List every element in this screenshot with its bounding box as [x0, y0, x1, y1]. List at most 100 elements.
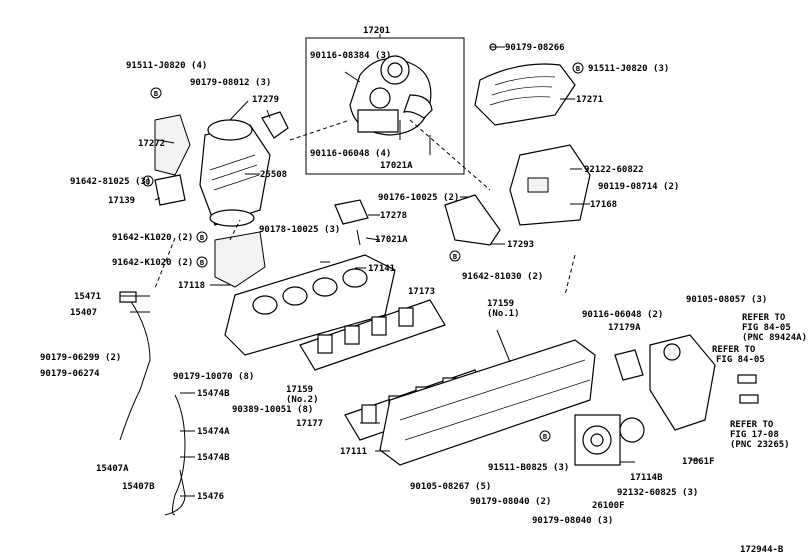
- label-90179-08040-3: 90179-08040 (3): [532, 516, 613, 526]
- label-15474B-1: 15474B: [197, 389, 230, 399]
- badge-b-5: B: [196, 256, 208, 268]
- gasket-17114B: [619, 417, 645, 443]
- label-90119-08714: 90119-08714 (2): [598, 182, 679, 192]
- label-17114B: 17114B: [630, 473, 663, 483]
- label-refer-to-2: REFER TO: [712, 345, 756, 355]
- label-17021A-2: 17021A: [375, 235, 408, 245]
- label-17177: 17177: [296, 419, 323, 429]
- label-92122-60822: 92122-60822: [584, 165, 644, 175]
- label-91642-K1020-a: 91642-K1020 (2): [112, 233, 193, 243]
- hose-15474A: [172, 394, 186, 516]
- label-17168: 17168: [590, 200, 617, 210]
- turbocharger: [349, 55, 433, 136]
- gasket-17279: [261, 111, 289, 139]
- label-92132-60825: 92132-60825 (3): [617, 488, 698, 498]
- label-15476: 15476: [197, 492, 224, 502]
- label-17271: 17271: [576, 95, 603, 105]
- pipe-15476: [164, 469, 186, 516]
- label-17159-no2-sub: (No.2): [286, 395, 319, 405]
- label-17861F: 17861F: [682, 457, 715, 467]
- label-fig-84-05-1: FIG 84-05: [742, 323, 791, 333]
- label-90179-10070: 90179-10070 (8): [173, 372, 254, 382]
- label-90179-08266: 90179-08266: [505, 43, 565, 53]
- label-91642-81030: 91642-81030 (2): [462, 272, 543, 282]
- label-17278: 17278: [380, 211, 407, 221]
- label-15407: 15407: [70, 308, 97, 318]
- label-fig-17-08: FIG 17-08: [730, 430, 779, 440]
- label-25508: 25508: [260, 170, 287, 180]
- badge-b-3: B: [142, 175, 154, 187]
- label-91511-B0825: 91511-B0825 (3): [488, 463, 569, 473]
- label-17139: 17139: [108, 196, 135, 206]
- label-90179-06274: 90179-06274: [40, 369, 100, 379]
- label-90179-08012: 90179-08012 (3): [190, 78, 271, 88]
- egr-housing: [649, 334, 716, 431]
- gasket-17278: [334, 199, 369, 225]
- label-91642-81025: 91642-81025 (3): [70, 177, 151, 187]
- intake-manifold: [379, 339, 596, 466]
- label-90179-08040-2: 90179-08040 (2): [470, 497, 551, 507]
- heat-insulator-17168: [509, 144, 591, 226]
- bracket-17139: [154, 174, 186, 206]
- label-17272: 17272: [138, 139, 165, 149]
- heat-insulator-upper: [474, 63, 576, 126]
- label-15407B: 15407B: [122, 482, 155, 492]
- badge-b-4: B: [196, 231, 208, 243]
- label-90179-06299: 90179-06299 (2): [40, 353, 121, 363]
- label-90116-08384: 90116-08384 (3): [310, 51, 391, 61]
- label-90116-06048-2: 90116-06048 (2): [582, 310, 663, 320]
- label-17141: 17141: [368, 264, 395, 274]
- svg-text:B: B: [200, 234, 204, 242]
- badge-b-7: B: [539, 430, 551, 442]
- throttle-body: [574, 414, 621, 466]
- label-pnc-89424A: (PNC 89424A): [742, 333, 807, 343]
- label-17111: 17111: [340, 447, 367, 457]
- label-refer-to-1: REFER TO: [742, 313, 786, 323]
- label-17159-no1-sub: (No.1): [487, 309, 520, 319]
- gasket-17179A: [614, 349, 644, 381]
- exhaust-manifold: [224, 254, 396, 356]
- label-90389-10051: 90389-10051 (8): [232, 405, 313, 415]
- label-91511-J0820-4: 91511-J0820 (4): [126, 61, 207, 71]
- label-17201: 17201: [363, 26, 390, 36]
- label-15474A: 15474A: [197, 427, 230, 437]
- label-17173: 17173: [408, 287, 435, 297]
- label-17021A-1: 17021A: [380, 161, 413, 171]
- svg-text:B: B: [146, 178, 150, 186]
- label-91642-K1020-b: 91642-K1020 (2): [112, 258, 193, 268]
- label-91511-J0820-3: 91511-J0820 (3): [588, 64, 669, 74]
- svg-text:B: B: [543, 433, 547, 441]
- catalytic-converter: [199, 119, 271, 227]
- label-90116-06048-4: 90116-06048 (4): [310, 149, 391, 159]
- exhaust-gasket: [299, 299, 446, 371]
- label-17279: 17279: [252, 95, 279, 105]
- label-pnc-23265: (PNC 23265): [730, 440, 790, 450]
- svg-text:B: B: [200, 259, 204, 267]
- diagram-id: 172944-B: [740, 545, 784, 555]
- sensor-icon: [739, 394, 759, 404]
- label-90176-10025: 90176-10025 (2): [378, 193, 459, 203]
- label-15474B-2: 15474B: [197, 453, 230, 463]
- label-15407A: 15407A: [96, 464, 129, 474]
- label-17179A: 17179A: [608, 323, 641, 333]
- label-90105-08267: 90105-08267 (5): [410, 482, 491, 492]
- badge-b-2: B: [572, 62, 584, 74]
- vacuum-pipe: [119, 299, 151, 441]
- label-90105-08057: 90105-08057 (3): [686, 295, 767, 305]
- vacuum-tank-15471: [119, 291, 137, 303]
- label-refer-to-3: REFER TO: [730, 420, 774, 430]
- badge-b-6: B: [449, 250, 461, 262]
- label-17159-no1: 17159: [487, 299, 514, 309]
- badge-b-1: B: [150, 87, 162, 99]
- turbocharger-box: [305, 37, 465, 175]
- bracket-17293: [444, 194, 501, 246]
- svg-text:B: B: [453, 253, 457, 261]
- svg-text:B: B: [576, 65, 580, 73]
- label-17293: 17293: [507, 240, 534, 250]
- heat-insulator-17118: [214, 231, 266, 288]
- svg-text:B: B: [154, 90, 158, 98]
- label-90178-10025: 90178-10025 (3): [259, 225, 340, 235]
- label-26100F: 26100F: [592, 501, 625, 511]
- label-17159-no2: 17159: [286, 385, 313, 395]
